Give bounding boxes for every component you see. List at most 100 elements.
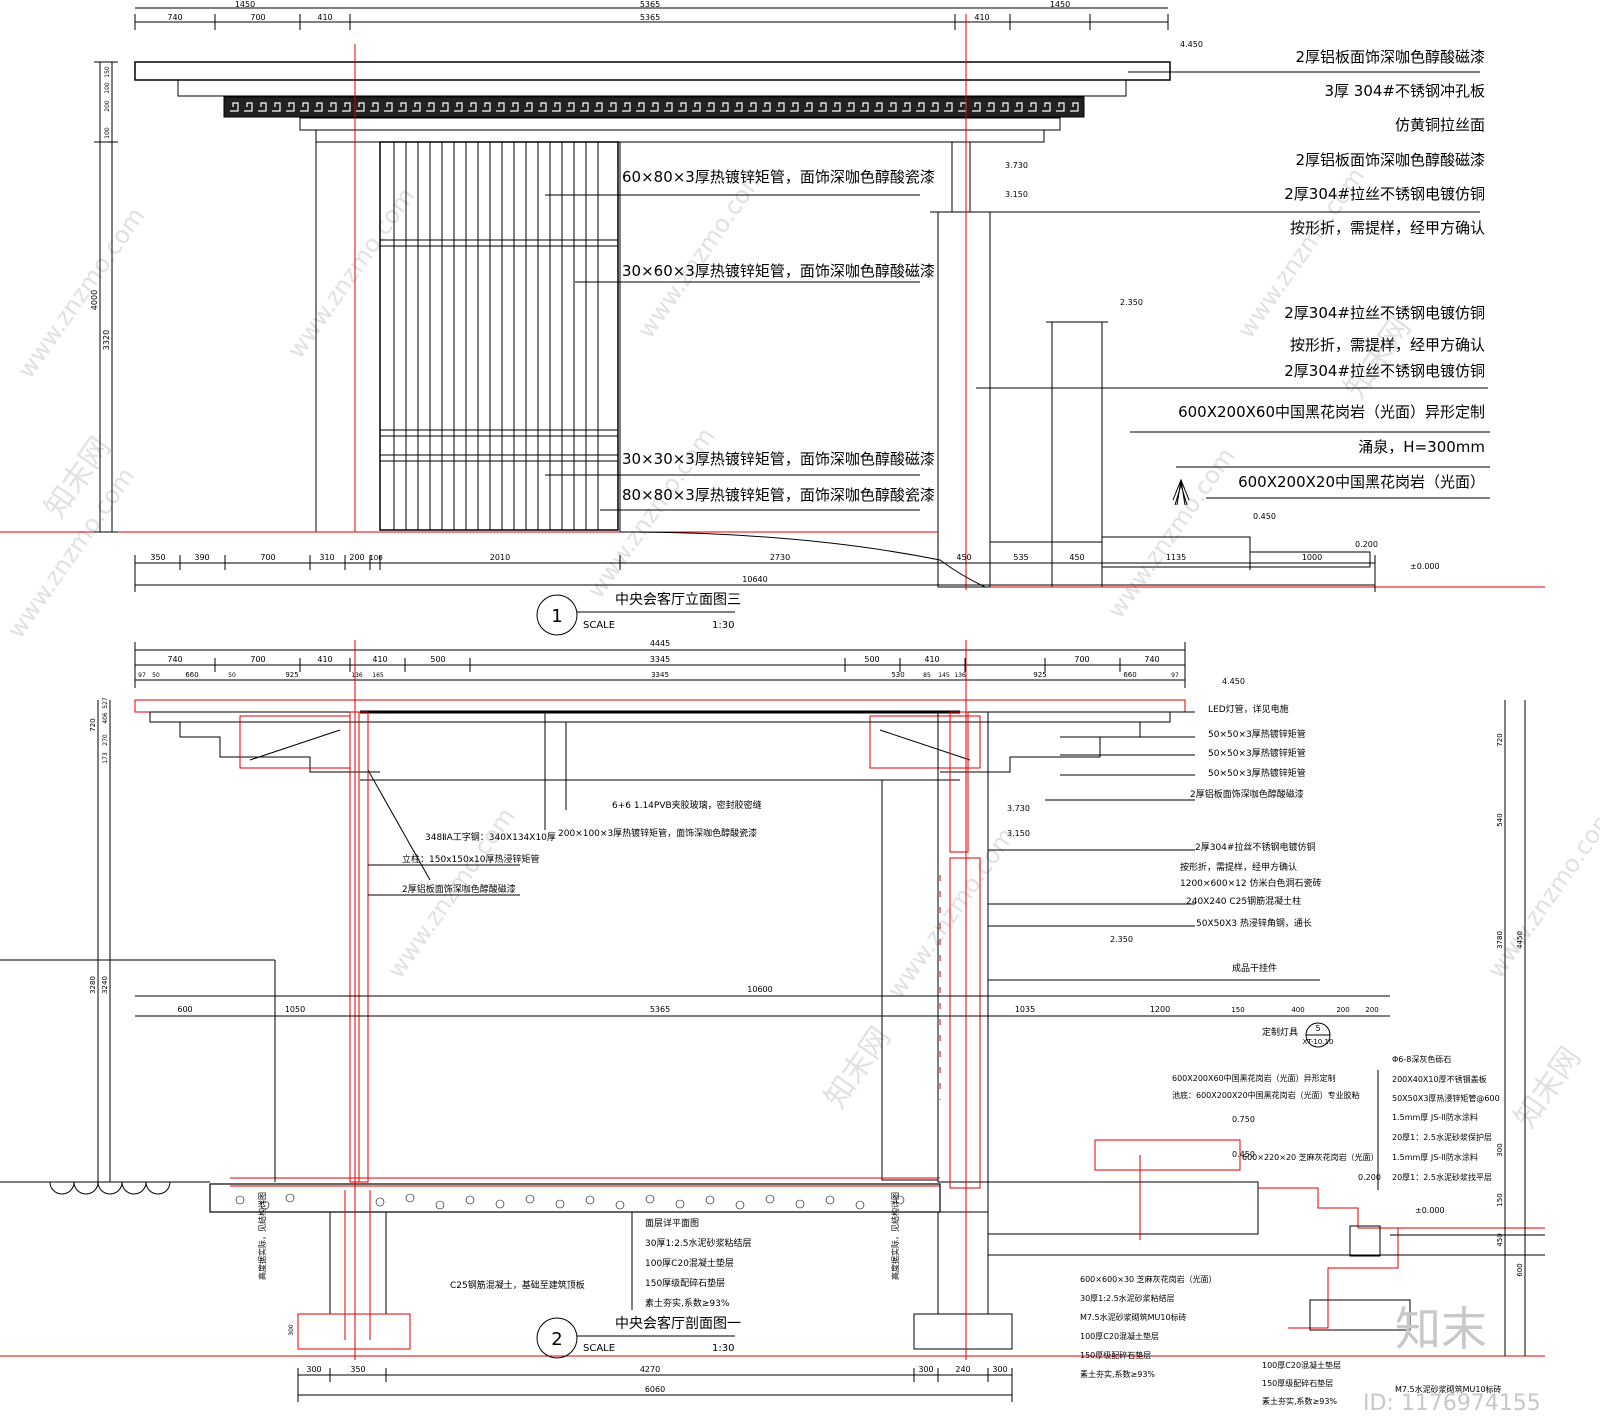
level-mark: 0.450 [1232,1150,1255,1159]
dim-label: 97 [138,672,146,679]
level-mark: 0.200 [1358,1173,1381,1182]
dim-label: 145 [938,672,950,679]
dim-label: 3780 [1496,931,1504,949]
level-mark: 0.200 [1355,540,1378,549]
material-note: 2厚304#拉丝不锈钢电镀仿铜 [1284,362,1485,380]
watermark-site: www.znzmo.com [1482,803,1600,984]
material-note: 60×80×3厚热镀锌矩管，面饰深咖色醇酸瓷漆 [622,168,935,186]
dim-label: 100 [104,82,111,94]
section-notes: 348ⅡA工字钢：340X134X10厚 立柱：150x150x10厚热浸锌矩管… [257,703,1502,1406]
scale-label: SCALE [583,1343,615,1354]
dim-label: 300 [1496,1143,1504,1156]
dim-label: 97 [1171,672,1179,679]
material-note: 2厚铝板面饰深咖色醇酸磁漆 [1295,151,1485,169]
dim-label: 3280 [89,976,97,994]
dim-label: 350 [350,1365,365,1374]
dim-label: 740 [1144,655,1159,664]
material-note: LED灯管，详见电施 [1208,703,1289,715]
level-mark: 3.730 [1005,161,1028,170]
detail-sheet: XT-10.10 [1303,1038,1334,1046]
dim-label: 450 [1069,553,1084,562]
dim-label: 700 [250,13,265,22]
material-note: 200×100×3厚热镀锌矩管，面饰深咖色醇酸瓷漆 [558,827,757,839]
dim-overall: 6060 [645,1385,665,1394]
material-note: M7.5水泥砂浆砌筑MU10标砖 [1395,1384,1502,1394]
material-note: 50×50×3厚热镀锌矩管 [1208,728,1306,740]
section-drawing [0,640,1545,1402]
material-note: C25钢筋混凝土，基础至建筑顶板 [450,1279,585,1291]
material-note: 面层详平面图 [645,1217,699,1229]
dim-label: 600 [177,1005,192,1014]
dim-label: 5365 [650,1005,670,1014]
scale-label: SCALE [583,620,615,631]
watermark-brand: 知末网 [1338,311,1418,405]
dim-label: 925 [285,671,298,679]
level-mark: ±0.000 [1415,1206,1445,1215]
dim-label: 540 [1496,813,1504,826]
watermark-site: www.znzmo.com [12,203,150,384]
material-note: 1200×600×12 仿米白色洞石瓷砖 [1180,877,1321,889]
dim-label: 50 [228,672,236,679]
elevation-title-block: 1 中央会客厅立面图三 SCALE 1:30 [536,591,741,636]
watermark-site: www.znzmo.com [282,183,420,364]
dim-overall: 4445 [650,639,670,648]
dim-label: 4000 [90,290,99,310]
watermark-logo: 知末 ID: 1176974155 [1363,1302,1541,1416]
dim-label: 100 [369,554,382,562]
material-note: 立柱：150x150x10厚热浸锌矩管 [402,853,539,865]
material-note: 348ⅡA工字钢：340X134X10厚 [425,831,556,843]
dim-label: 1450 [235,0,255,9]
material-note: 2厚304#拉丝不锈钢电镀仿铜 [1284,185,1485,203]
dim-label: 2730 [770,553,790,562]
material-note: 150厚级配碎石垫层 [1080,1350,1151,1360]
level-mark: 4.450 [1222,677,1245,686]
watermark-site: www.znzmo.com [1102,443,1240,624]
material-note: 成品干挂件 [1232,962,1277,974]
dim-label: 3320 [102,330,111,350]
dim-label: 136 [351,672,363,679]
dim-label: 720 [89,718,97,731]
dim-label: 1135 [1166,553,1186,562]
material-note: 240X240 C25钢筋混凝土柱 [1186,895,1301,907]
section-dimension-labels: 4445 740 700 410 410 500 3345 500 410 70… [89,639,1524,1394]
material-note: 50×50×3厚热镀锌矩管 [1208,767,1306,779]
dim-label: 1450 [1050,0,1070,9]
material-note: 30×30×3厚热镀锌矩管，面饰深咖色醇酸磁漆 [622,450,935,468]
elevation-drawing [0,7,1545,592]
dim-label: 3345 [650,655,670,664]
material-note: 2厚铝板面饰深咖色醇酸磁漆 [402,883,516,895]
dim-label: 2010 [490,553,510,562]
dim-label: 300 [306,1365,321,1374]
dim-label: 1200 [1150,1005,1170,1014]
dim-label: 136 [954,672,966,679]
vertical-slats [380,142,618,530]
dim-label: 450 [1496,1233,1504,1246]
dim-label: 4450 [1516,931,1524,949]
dim-label: 50 [152,672,160,679]
level-mark: 2.350 [1120,298,1143,307]
dim-label: 720 [1496,733,1504,746]
detail-label: 定制灯具 [1262,1026,1298,1038]
dim-label: 1050 [285,1005,305,1014]
material-note: 200X40X10厚不锈钢盖板 [1392,1074,1487,1084]
watermark-brand: 知末网 [1508,1041,1588,1135]
material-note: 600×600×30 芝麻灰花岗岩（光面） [1080,1274,1217,1284]
dim-label: 740 [167,13,182,22]
level-mark: 3.150 [1005,190,1028,199]
section-title-block: 2 中央会客厅剖面图一 SCALE 1:30 [536,1315,741,1359]
material-note: 50X50X3厚热浸锌矩管@600 [1392,1093,1500,1103]
material-note: 30厚1:2.5水泥砂浆粘结层 [645,1237,752,1249]
dim-label: 5365 [640,0,660,9]
drawing-number: 1 [551,606,562,627]
material-note: 100厚C20混凝土垫层 [1262,1360,1341,1370]
dim-label: 1000 [1302,553,1322,562]
material-note: 2厚304#拉丝不锈钢电镀仿铜 [1195,841,1315,853]
dim-label: 85 [923,672,931,679]
dim-label: 390 [194,553,209,562]
dim-label: 350 [150,553,165,562]
material-note: 1.5mm厚 JS-II防水涂料 [1392,1112,1478,1122]
dim-label: 410 [924,655,939,664]
dim-label: 5365 [640,13,660,22]
material-note: 1.5mm厚 JS-II防水涂料 [1392,1152,1478,1162]
